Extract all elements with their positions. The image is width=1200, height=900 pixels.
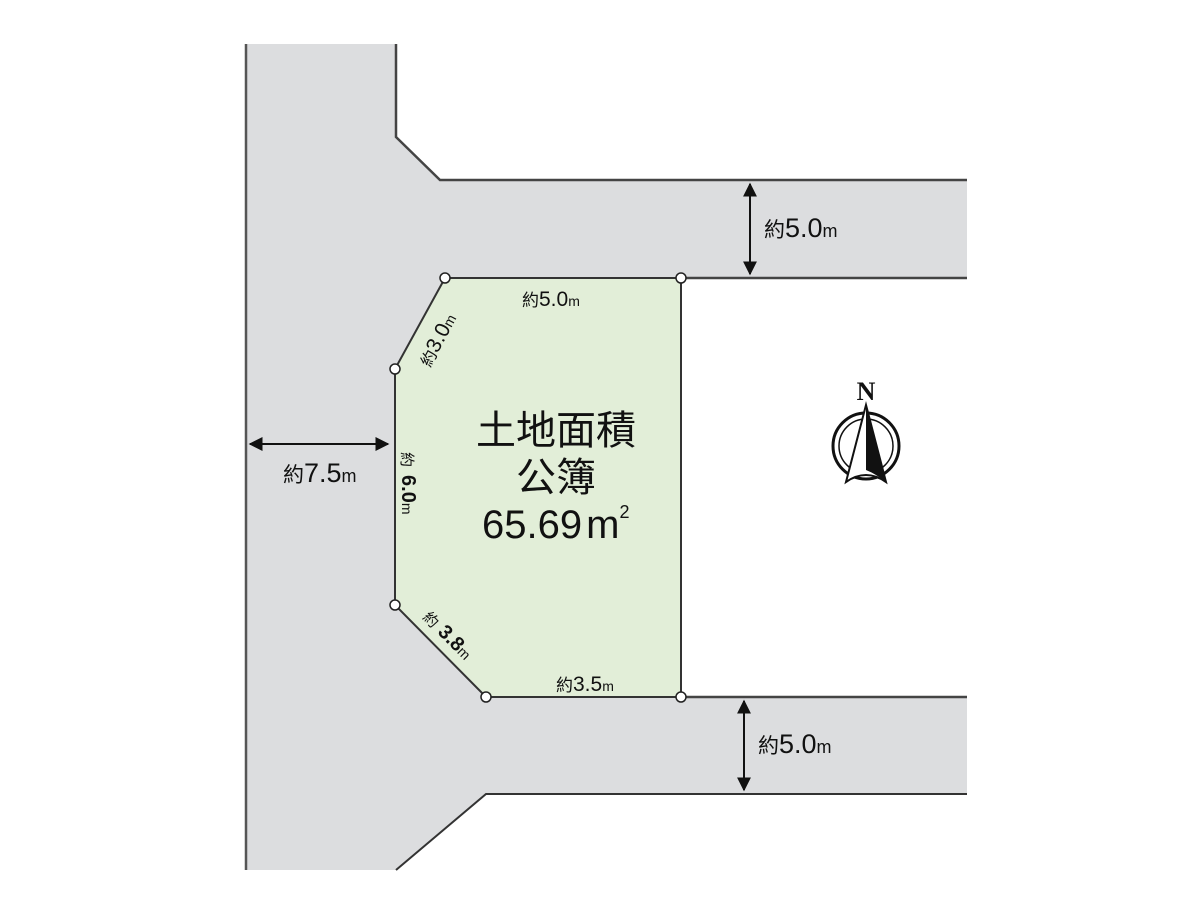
vertex-marker <box>439 272 451 284</box>
lot-subtitle: 公簿 <box>516 455 596 501</box>
vertex-marker <box>480 691 492 703</box>
north-compass-icon: N <box>831 377 901 485</box>
edge-label-left: 約6.0m <box>397 452 419 515</box>
road-north-edge <box>394 44 967 182</box>
ne-road-width-label: 約5.0m <box>764 213 838 243</box>
lot-vertices <box>389 272 687 703</box>
west-road-width-label: 約7.5m <box>283 458 357 488</box>
compass-north-label: N <box>857 377 876 406</box>
edge-label-bottom: 約3.5m <box>556 673 614 696</box>
vertex-marker <box>675 691 687 703</box>
vertex-marker <box>389 599 401 611</box>
edge-label-top: 約5.0m <box>522 288 580 311</box>
road-south-edge <box>395 793 967 871</box>
vertex-marker <box>675 272 687 284</box>
lot-title: 土地面積 <box>476 408 636 454</box>
se-road-width-label: 約5.0m <box>758 729 832 759</box>
vertex-marker <box>389 363 401 375</box>
